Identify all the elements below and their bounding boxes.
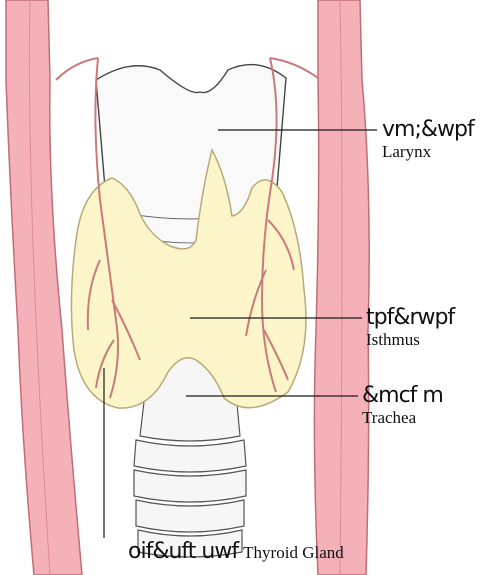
label-isthmus: tpf&rwpf Isthmus [366, 306, 454, 350]
label-isthmus-native: tpf&rwpf [366, 306, 454, 330]
label-larynx-english: Larynx [382, 142, 474, 162]
label-thyroid-english: Thyroid Gland [243, 543, 344, 562]
label-trachea-native: &mcf m [362, 384, 443, 408]
label-larynx: vm;&wpf Larynx [382, 118, 474, 162]
label-trachea: &mcf m Trachea [362, 384, 443, 428]
label-thyroid-native: oif&uft uwf [128, 539, 238, 564]
label-trachea-english: Trachea [362, 408, 443, 428]
label-larynx-native: vm;&wpf [382, 118, 474, 142]
label-isthmus-english: Isthmus [366, 330, 454, 350]
left-carotid-artery [6, 0, 82, 575]
label-thyroid-gland: oif&uft uwf Thyroid Gland [128, 540, 344, 564]
